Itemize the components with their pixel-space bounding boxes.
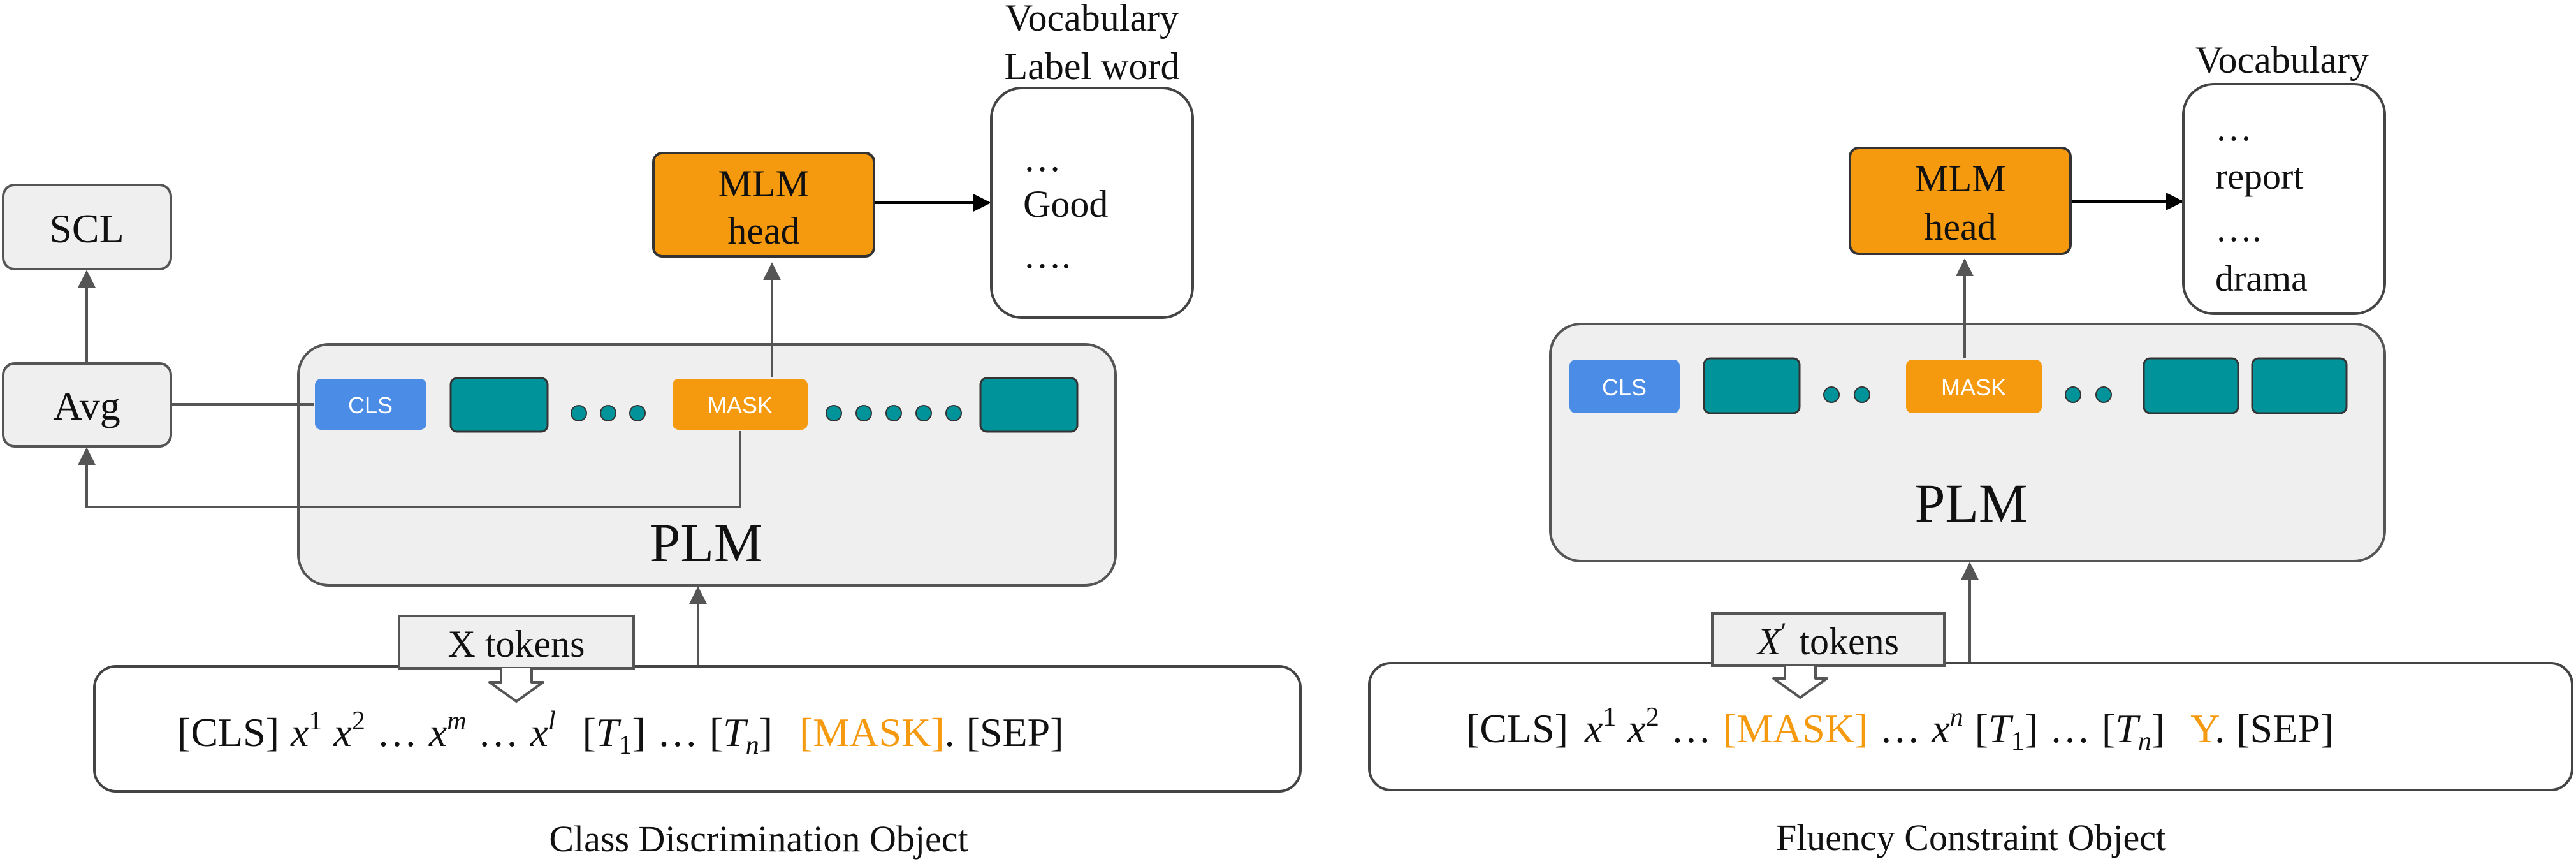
left-dot <box>600 405 616 421</box>
avg-box <box>2 362 172 448</box>
left-dot <box>945 405 962 421</box>
right-vocab-item: …. <box>2215 208 2262 249</box>
right-tokens-down-arrow <box>1772 666 1828 699</box>
left-vocab-item: …. <box>1023 234 1071 276</box>
right-mask-token <box>1906 360 2042 413</box>
left-teal-token-1 <box>449 377 549 433</box>
right-teal-token-3 <box>2251 357 2348 414</box>
left-vocab-item: Good <box>1023 183 1108 225</box>
right-panel: PLM CLS MASK MLM head Vocabulary … repor… <box>1368 39 2573 858</box>
right-teal-token-2 <box>2143 357 2239 414</box>
left-vocab-item: … <box>1023 137 1061 179</box>
left-dot <box>885 405 902 421</box>
right-plm-label: PLM <box>1915 472 2028 534</box>
right-tokens-callout <box>1711 612 1946 667</box>
left-teal-token-2 <box>979 377 1079 433</box>
left-dot <box>571 405 587 421</box>
left-tokens-down-arrow <box>488 668 544 703</box>
left-mask-token <box>673 379 808 430</box>
mask-to-avg-path <box>78 431 741 508</box>
left-cls-token-label: CLS <box>348 392 393 418</box>
left-vocab-box <box>990 87 1194 319</box>
right-vocab-item: drama <box>2215 258 2308 299</box>
left-cls-token <box>315 379 426 430</box>
left-dot <box>826 405 842 421</box>
left-caption: Class Discrimination Object <box>549 818 968 860</box>
right-dot <box>2065 386 2081 403</box>
right-vocab-item: … <box>2215 107 2252 149</box>
right-cls-token-label: CLS <box>1602 374 1647 400</box>
scl-box <box>2 184 172 270</box>
left-vocab-title2: Label word <box>1005 45 1180 87</box>
right-vocab-box <box>2182 83 2386 315</box>
right-teal-token-1 <box>1703 357 1801 414</box>
right-dot <box>2095 386 2112 403</box>
right-vocab-item: report <box>2215 156 2304 197</box>
scl-label: SCL <box>49 206 124 251</box>
left-dot <box>629 405 646 421</box>
left-dot <box>855 405 872 421</box>
right-tokens-label: X′tokens <box>1756 617 1899 663</box>
left-tokens-label: X tokens <box>448 623 585 665</box>
left-mlm-head-line2: head <box>727 210 799 252</box>
right-cls-token <box>1569 360 1680 413</box>
right-mask-token-label: MASK <box>1941 374 2006 400</box>
left-plm-label: PLM <box>650 512 763 573</box>
left-panel: SCL Avg PLM CLS MASK MLM hea <box>2 0 1302 860</box>
left-mask-token-label: MASK <box>708 392 773 418</box>
avg-label: Avg <box>53 383 120 428</box>
left-vocab-title1: Vocabulary <box>1005 0 1179 39</box>
right-input-box <box>1368 662 2573 791</box>
right-caption: Fluency Constraint Object <box>1776 817 2166 858</box>
right-dot <box>1854 386 1870 403</box>
right-mlm-head-box <box>1849 147 2072 255</box>
right-vocab-title: Vocabulary <box>2195 39 2369 81</box>
left-input-box <box>93 665 1302 793</box>
right-dot <box>1823 386 1840 403</box>
left-dot <box>915 405 932 421</box>
left-mlm-head-line1: MLM <box>718 163 809 205</box>
left-mlm-head-box <box>652 152 875 258</box>
right-mlm-head-line1: MLM <box>1914 157 2005 200</box>
right-mlm-head-line2: head <box>1924 206 1996 248</box>
left-tokens-callout <box>398 615 635 670</box>
